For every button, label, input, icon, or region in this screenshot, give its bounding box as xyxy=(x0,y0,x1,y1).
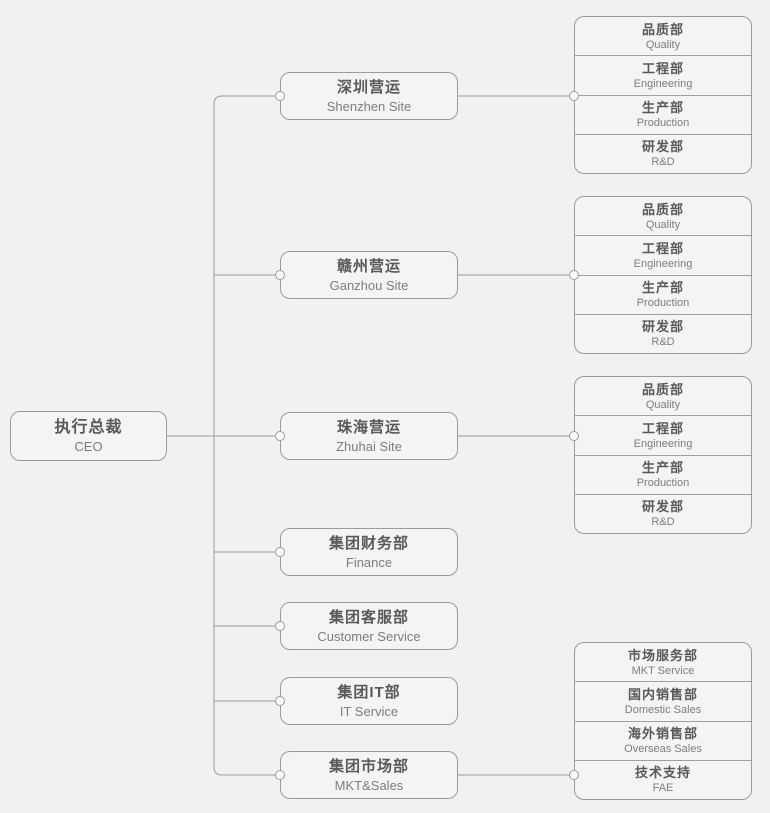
node-subtitle: Zhuhai Site xyxy=(336,438,402,454)
org-node-dept[interactable]: 品质部 Quality xyxy=(575,17,751,55)
org-node-dept[interactable]: 研发部 R&D xyxy=(575,493,751,533)
node-title: 集团财务部 xyxy=(328,534,409,552)
org-node-it-service[interactable]: 集团IT部 IT Service xyxy=(280,677,458,725)
org-node-dept[interactable]: 生产部 Production xyxy=(575,94,751,134)
node-title: 国内销售部 xyxy=(627,686,698,702)
node-title: 生产部 xyxy=(641,460,684,476)
node-title: 生产部 xyxy=(641,280,684,296)
org-node-ganzhou-site[interactable]: 赣州营运 Ganzhou Site xyxy=(280,251,458,299)
node-title: 品质部 xyxy=(641,21,684,37)
org-node-mkt-sales[interactable]: 集团市场部 MKT&Sales xyxy=(280,751,458,799)
org-node-dept[interactable]: 工程部 Engineering xyxy=(575,55,751,94)
org-node-dept[interactable]: 市场服务部 MKT Service xyxy=(575,643,751,681)
node-title: 珠海营运 xyxy=(336,418,401,436)
node-title: 执行总裁 xyxy=(54,418,123,436)
org-node-dept[interactable]: 品质部 Quality xyxy=(575,197,751,235)
node-title: 技术支持 xyxy=(634,765,691,781)
org-node-dept[interactable]: 国内销售部 Domestic Sales xyxy=(575,681,751,720)
node-subtitle: Production xyxy=(636,477,690,490)
node-subtitle: Production xyxy=(636,297,690,310)
node-subtitle: Finance xyxy=(345,554,393,570)
node-subtitle: Production xyxy=(636,117,690,130)
node-subtitle: Quality xyxy=(645,38,681,51)
org-node-dept[interactable]: 工程部 Engineering xyxy=(575,415,751,454)
org-node-ceo[interactable]: 执行总裁 CEO xyxy=(10,411,167,461)
trunk-line xyxy=(213,95,278,776)
node-title: 研发部 xyxy=(641,499,684,515)
org-node-finance[interactable]: 集团财务部 Finance xyxy=(280,528,458,576)
node-title: 集团客服部 xyxy=(328,608,409,626)
node-subtitle: Shenzhen Site xyxy=(326,98,412,114)
node-subtitle: Domestic Sales xyxy=(624,703,702,716)
node-subtitle: R&D xyxy=(651,516,675,529)
node-title: 工程部 xyxy=(641,240,684,256)
org-node-dept[interactable]: 工程部 Engineering xyxy=(575,235,751,274)
node-subtitle: MKT&Sales xyxy=(334,777,404,793)
node-subtitle: Quality xyxy=(645,398,681,411)
node-subtitle: Quality xyxy=(645,218,681,231)
org-node-customer-service[interactable]: 集团客服部 Customer Service xyxy=(280,602,458,650)
org-node-dept[interactable]: 品质部 Quality xyxy=(575,377,751,415)
node-title: 品质部 xyxy=(641,381,684,397)
node-title: 集团市场部 xyxy=(328,757,409,775)
node-title: 深圳营运 xyxy=(336,78,401,96)
node-subtitle: R&D xyxy=(651,336,675,349)
org-node-shenzhen-site[interactable]: 深圳营运 Shenzhen Site xyxy=(280,72,458,120)
org-node-dept[interactable]: 生产部 Production xyxy=(575,274,751,314)
node-title: 赣州营运 xyxy=(336,257,401,275)
node-subtitle: MKT Service xyxy=(631,664,695,677)
node-title: 集团IT部 xyxy=(337,683,401,701)
node-subtitle: R&D xyxy=(651,156,675,169)
org-node-dept[interactable]: 技术支持 FAE xyxy=(575,759,751,799)
node-subtitle: Engineering xyxy=(633,257,693,270)
dept-group-ganzhou: 品质部 Quality 工程部 Engineering 生产部 Producti… xyxy=(574,196,752,354)
org-node-dept[interactable]: 海外销售部 Overseas Sales xyxy=(575,720,751,760)
node-title: 生产部 xyxy=(641,100,684,116)
org-node-zhuhai-site[interactable]: 珠海营运 Zhuhai Site xyxy=(280,412,458,460)
org-node-dept[interactable]: 研发部 R&D xyxy=(575,313,751,353)
node-title: 海外销售部 xyxy=(627,726,698,742)
node-subtitle: Customer Service xyxy=(317,628,421,644)
dept-group-shenzhen: 品质部 Quality 工程部 Engineering 生产部 Producti… xyxy=(574,16,752,174)
node-subtitle: Overseas Sales xyxy=(624,743,702,756)
node-subtitle: FAE xyxy=(652,782,674,795)
org-node-dept[interactable]: 研发部 R&D xyxy=(575,133,751,173)
node-title: 研发部 xyxy=(641,319,684,335)
node-subtitle: IT Service xyxy=(339,703,399,719)
node-subtitle: Ganzhou Site xyxy=(329,277,409,293)
node-subtitle: Engineering xyxy=(633,77,693,90)
org-node-dept[interactable]: 生产部 Production xyxy=(575,454,751,494)
node-title: 研发部 xyxy=(641,139,684,155)
node-title: 工程部 xyxy=(641,60,684,76)
node-subtitle: Engineering xyxy=(633,437,693,450)
dept-group-mkt-sales: 市场服务部 MKT Service 国内销售部 Domestic Sales 海… xyxy=(574,642,752,800)
node-title: 市场服务部 xyxy=(627,647,698,663)
node-subtitle: CEO xyxy=(74,438,103,454)
dept-group-zhuhai: 品质部 Quality 工程部 Engineering 生产部 Producti… xyxy=(574,376,752,534)
node-title: 工程部 xyxy=(641,420,684,436)
node-title: 品质部 xyxy=(641,201,684,217)
